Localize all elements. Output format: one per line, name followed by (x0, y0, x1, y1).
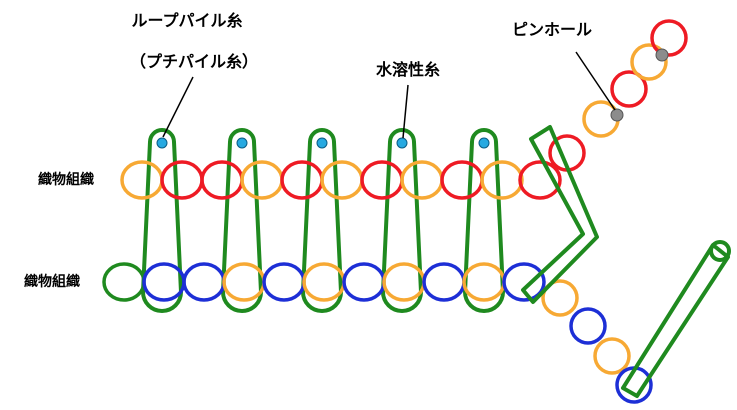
pile-loop-1 (141, 128, 183, 313)
pile-loop-2 (221, 128, 263, 313)
diagonal-chain-layer (548, 19, 688, 172)
pinhole-dot-2 (655, 48, 669, 62)
bottom-chain-ring-2 (569, 307, 607, 345)
bottom-weave-ring-10 (462, 262, 506, 302)
bottom-weave-ring-2 (142, 262, 186, 302)
petit-pile-yarn-label: （プチパイル糸） (130, 52, 258, 71)
top-weave-ring-6 (320, 160, 364, 200)
top-weave-ring-4 (240, 160, 284, 200)
water-soluble-dot-3 (316, 137, 328, 149)
pile-loop-3 (301, 128, 343, 313)
right-chevron-loop-tip (709, 240, 731, 262)
fabric-structure-bottom-label: 織物組織 (24, 273, 80, 290)
bottom-weave-ring-5 (262, 262, 306, 302)
bottom-weave-ring-7 (342, 262, 386, 302)
top-weave-ring-9 (440, 160, 484, 200)
pinhole-dot-1 (610, 108, 624, 122)
chain-ring-4 (630, 43, 668, 81)
top-weave-ring-10 (480, 160, 524, 200)
water-soluble-yarn-label: 水溶性糸 (376, 60, 440, 79)
right-chevron-loop-upper (521, 125, 599, 304)
loop-pile-leader-line (162, 76, 194, 138)
top-weave-ring-2 (160, 160, 204, 200)
right-chevron-loop-lower (621, 243, 730, 398)
water-soluble-dot-5 (478, 137, 490, 149)
top-weave-ring-8 (400, 160, 444, 200)
chain-ring-3 (610, 70, 648, 108)
water-soluble-dot-2 (236, 137, 248, 149)
top-weave-ring-5 (280, 160, 324, 200)
bottom-weave-ring-4 (222, 262, 266, 302)
bottom-chain-ring-3 (593, 337, 631, 375)
bottom-weave-ring-8 (382, 262, 426, 302)
bottom-weave-ring-3 (182, 262, 226, 302)
leader-lines-layer (162, 51, 616, 139)
water-soluble-dots-layer (156, 48, 669, 149)
top-weave-ring-1 (120, 160, 164, 200)
pinhole-label: ピンホール (512, 20, 592, 39)
fabric-structure-top-label: 織物組織 (38, 171, 94, 188)
chevron-pile-layer (521, 125, 731, 398)
bottom-weave-ring-9 (422, 262, 466, 302)
water-soluble-dot-4 (396, 137, 408, 149)
pile-loops-layer (141, 128, 505, 313)
pile-loop-4 (381, 128, 423, 313)
bottom-weave-ring-11 (502, 262, 546, 302)
chain-ring-5 (650, 19, 688, 57)
water-soluble-dot-1 (156, 137, 168, 149)
bottom-weave-ring-1 (102, 262, 146, 302)
loop-pile-yarn-label: ループパイル糸 (131, 11, 242, 30)
top-weave-ring-11 (518, 160, 562, 200)
top-weave-layer (120, 160, 562, 200)
bottom-chain-ring-1 (541, 279, 579, 317)
bottom-weave-layer (102, 262, 653, 404)
pinhole-leader-line (575, 51, 616, 111)
top-weave-ring-7 (360, 160, 404, 200)
water-soluble-leader-line (402, 84, 409, 139)
pile-loop-5 (463, 128, 505, 313)
top-weave-ring-3 (200, 160, 244, 200)
bottom-weave-ring-6 (302, 262, 346, 302)
